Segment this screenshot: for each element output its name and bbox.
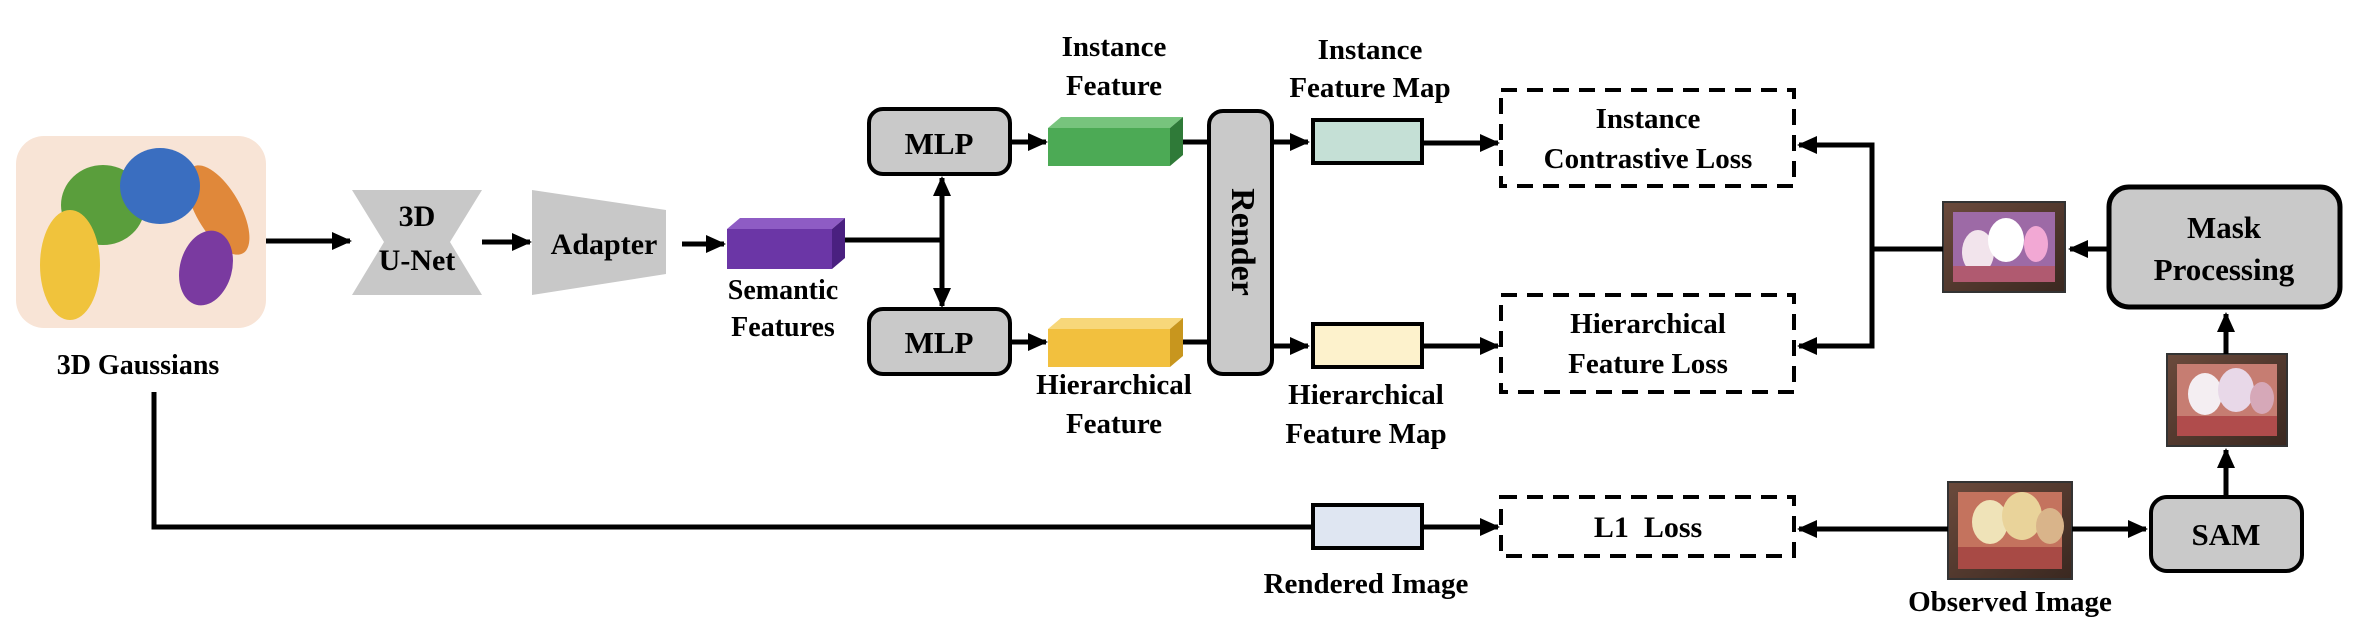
mlp-bottom-label: MLP [905,325,974,360]
hier-loss-box [1499,293,1796,394]
processed-mask-image-thumbnail [1942,201,2066,293]
mask-processing-box [2106,184,2343,310]
instance-feature-label-line2: Feature [1066,70,1162,102]
line-gaussians-to-rendered [151,392,1313,530]
unet-block [352,190,482,295]
gaussian-orange-ellipse [186,165,250,255]
hier-map-label-line2: Feature Map [1285,418,1446,450]
semantic-label-line1: Semantic [728,275,838,306]
instance-map-label-line2: Feature Map [1289,72,1450,104]
unet-label-line1: 3D [399,200,436,233]
arrow-split-to-hier-loss [1797,249,1875,355]
hier-feature-cube [1048,318,1183,367]
mask-label-line2: Processing [2154,252,2295,287]
rendered-image-label: Rendered Image [1264,568,1469,600]
observed-image-thumbnail [1947,481,2073,580]
render-label: Render [1224,188,1261,296]
gaussian-purple-ellipse [179,230,233,306]
hier-loss-label-line2: Feature Loss [1568,348,1728,380]
instance-loss-label-line1: Instance [1596,103,1701,135]
instance-feature-map [1311,118,1424,165]
gaussians-label: 3D Gaussians [57,350,220,381]
hier-map-label-line1: Hierarchical [1288,379,1444,411]
hier-feature-label-line1: Hierarchical [1036,369,1192,401]
arrow-split-to-instance-loss [1797,136,1875,249]
render-box [1207,109,1274,376]
gaussian-blue-ellipse [120,148,200,224]
unet-label-line2: U-Net [379,244,456,277]
sam-label: SAM [2192,517,2261,552]
l1-loss-label: L1 Loss [1594,511,1702,544]
gaussian-yellow-ellipse [40,210,100,320]
instance-feature-label-line1: Instance [1062,31,1167,63]
hier-feature-map [1311,322,1424,369]
semantic-features-cube [727,218,845,269]
hier-feature-label-line2: Feature [1066,408,1162,440]
hier-loss-label-line1: Hierarchical [1570,308,1726,340]
adapter-block [532,190,666,295]
mask-label-line1: Mask [2187,210,2262,245]
mlp-top-label: MLP [905,126,974,161]
sam-mask-image-thumbnail [2166,353,2288,447]
semantic-label-line2: Features [731,312,835,343]
l1-loss-box [1499,495,1796,558]
gaussians-thumbnail [16,136,266,328]
rendered-image-map [1311,503,1424,550]
instance-feature-cube [1048,117,1183,166]
instance-loss-box [1499,88,1796,188]
instance-loss-label-line2: Contrastive Loss [1544,143,1753,175]
instance-map-label-line1: Instance [1318,34,1423,66]
adapter-label: Adapter [551,228,658,261]
observed-image-label: Observed Image [1908,586,2112,618]
